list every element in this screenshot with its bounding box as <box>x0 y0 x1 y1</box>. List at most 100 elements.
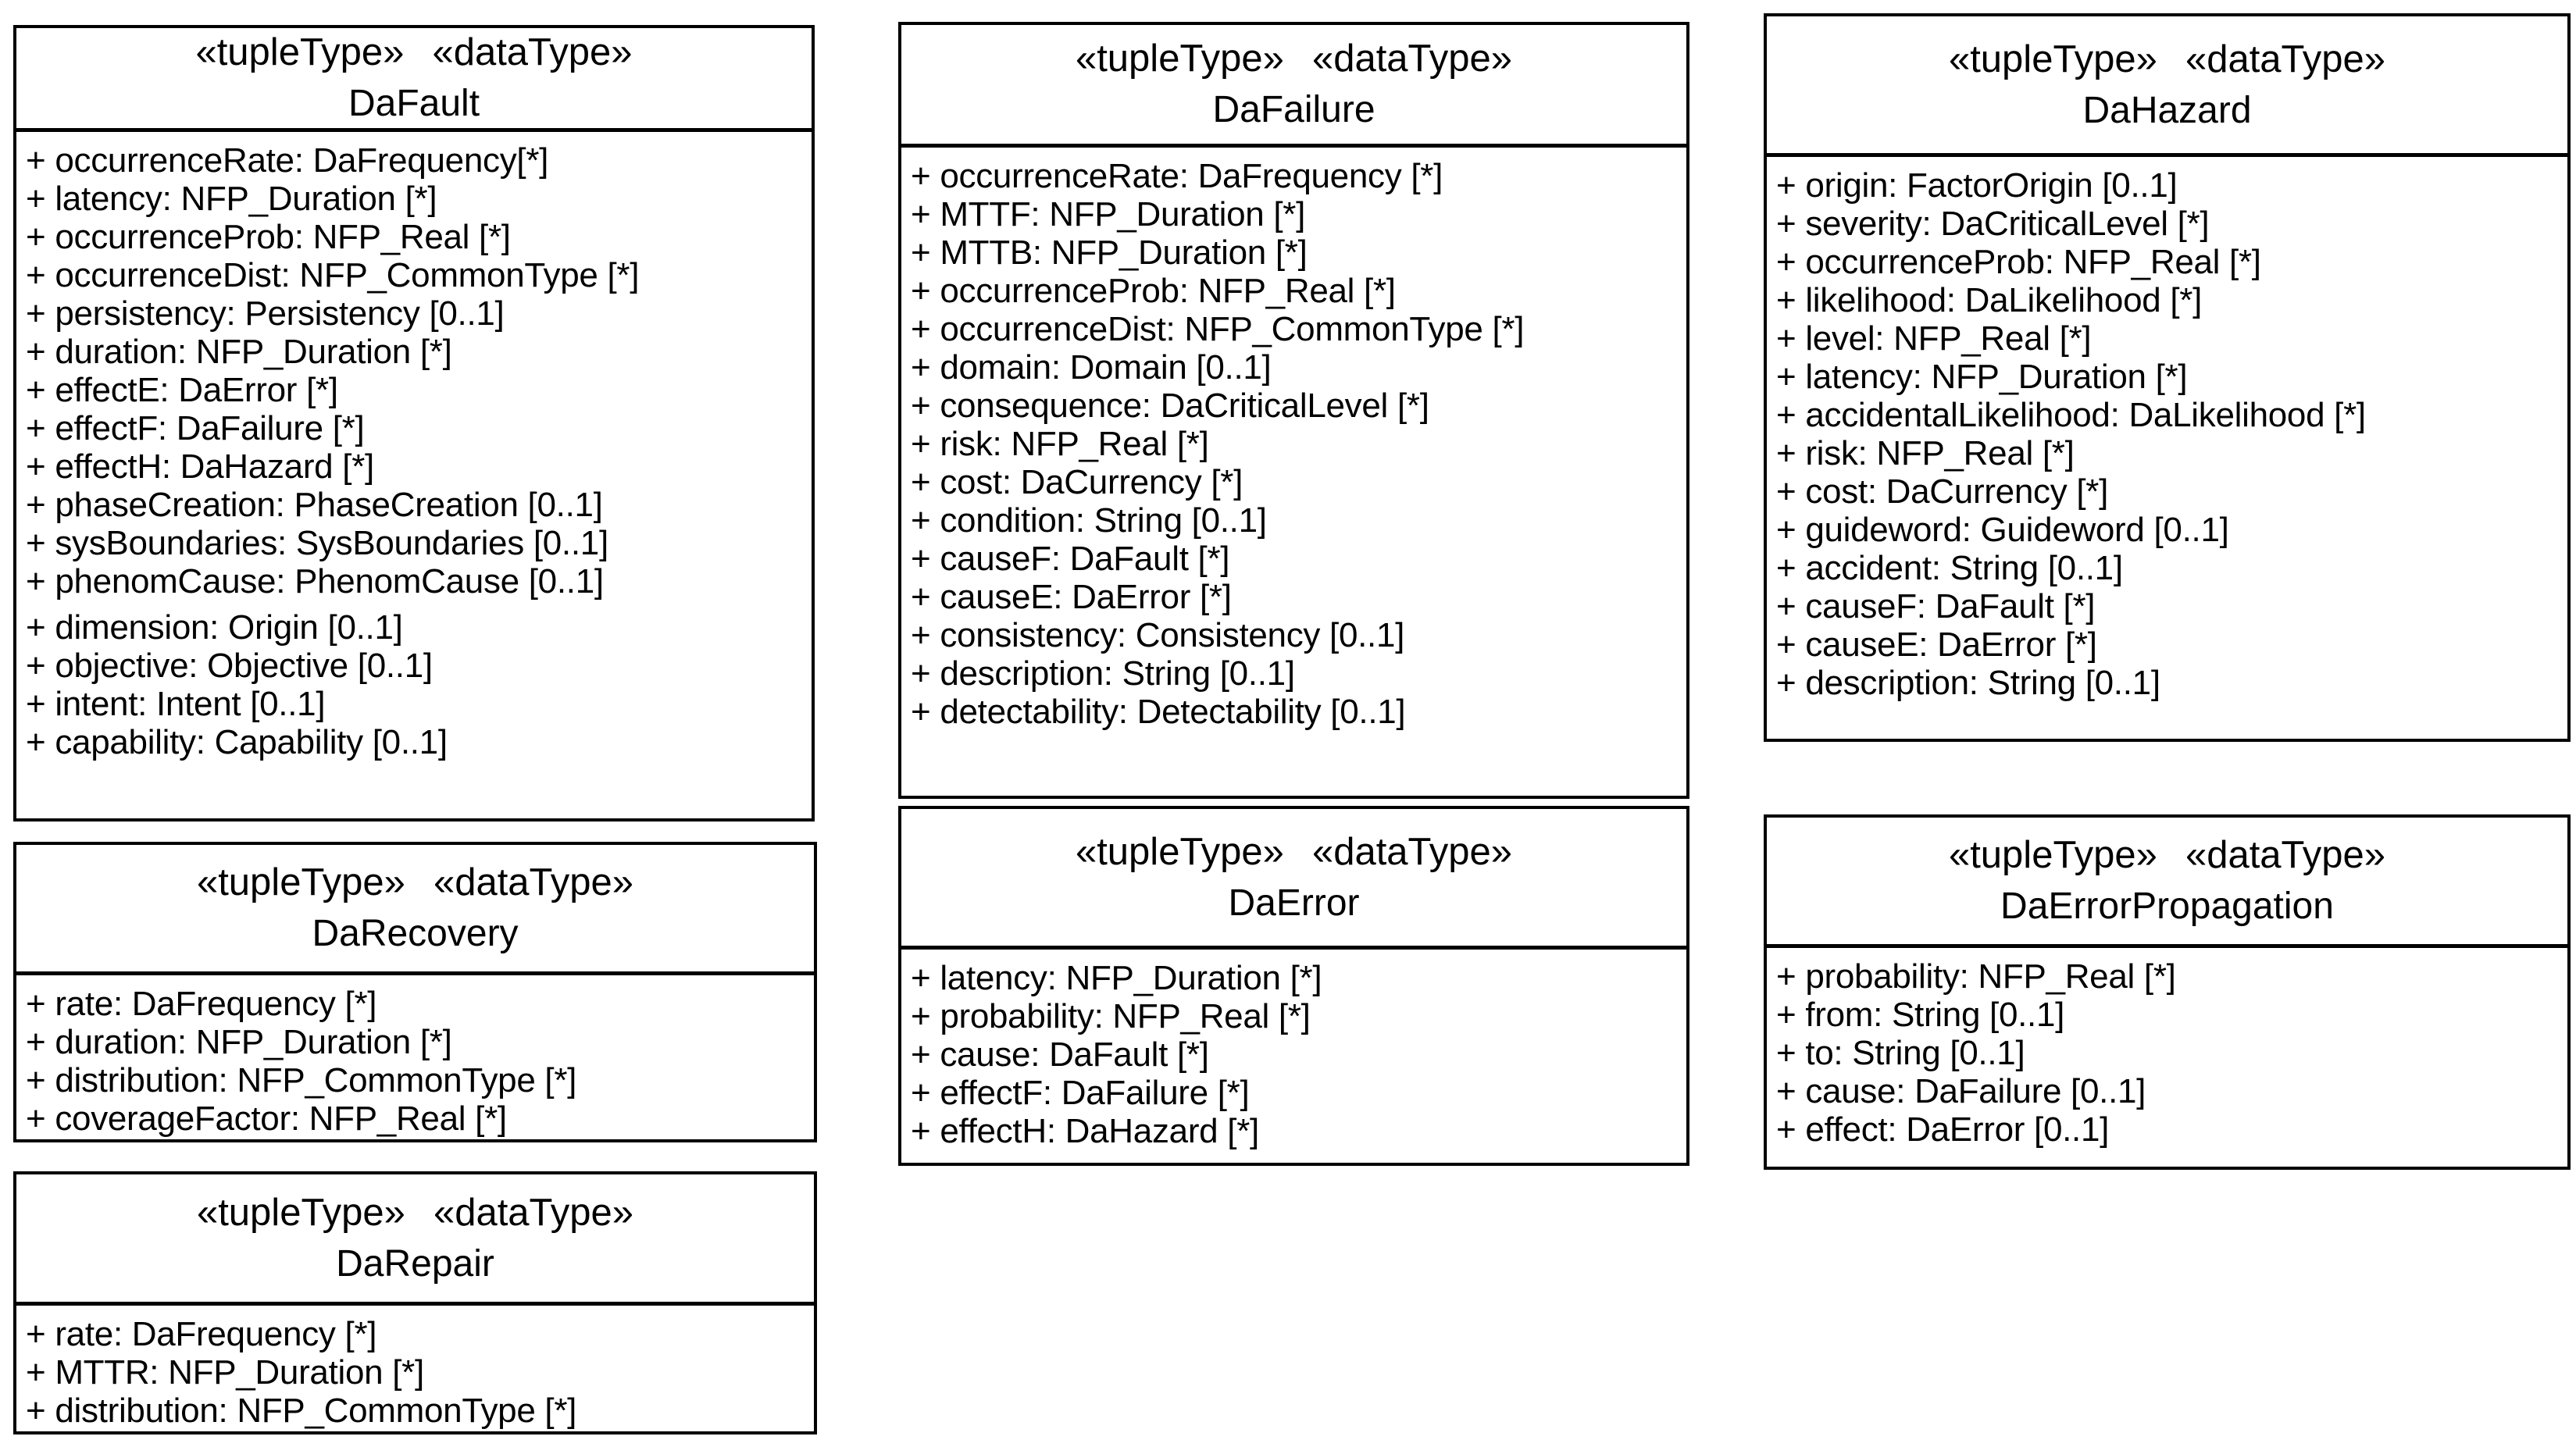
stereotype-tupletype: «tupleType» <box>196 1191 405 1234</box>
attribute-line: + effect: DaError [0..1] <box>1776 1110 2110 1149</box>
class-header-dafault: «tupleType» «dataType» DaFault <box>16 28 812 132</box>
attribute-line: + rate: DaFrequency [*] <box>26 1315 377 1353</box>
attribute-line: + dimension: Origin [0..1] <box>26 608 403 647</box>
class-name-dafailure: DaFailure <box>1212 89 1375 130</box>
class-header-dafailure: «tupleType» «dataType» DaFailure <box>901 25 1686 148</box>
class-name-dafault: DaFault <box>348 83 480 124</box>
attribute-line: + consistency: Consistency [0..1] <box>911 616 1405 654</box>
attribute-list-dahazard: + origin: FactorOrigin [0..1]+ severity:… <box>1767 157 2567 739</box>
stereotype-tupletype: «tupleType» <box>1075 37 1284 80</box>
attribute-line: + level: NFP_Real [*] <box>1776 319 2092 358</box>
class-box-dahazard: «tupleType» «dataType» DaHazard + origin:… <box>1764 13 2571 742</box>
attribute-list-darepair: + rate: DaFrequency [*]+ MTTR: NFP_Durat… <box>16 1306 814 1431</box>
attribute-line: + occurrenceProb: NFP_Real [*] <box>911 272 1396 310</box>
stereotype-tupletype: «tupleType» <box>196 861 405 903</box>
stereotype-line: «tupleType» «dataType» <box>901 37 1686 80</box>
attribute-line: + cost: DaCurrency [*] <box>1776 472 2108 511</box>
class-header-dahazard: «tupleType» «dataType» DaHazard <box>1767 16 2567 157</box>
stereotype-line: «tupleType»«dataType» <box>16 1192 814 1234</box>
class-box-daerror: «tupleType» «dataType» DaError + latency:… <box>898 806 1689 1166</box>
class-name-darepair: DaRepair <box>336 1242 494 1285</box>
attribute-list-darecovery: + rate: DaFrequency [*]+ duration: NFP_D… <box>16 975 814 1139</box>
class-name-dahazard: DaHazard <box>2082 89 2252 131</box>
attribute-line: + causeF: DaFault [*] <box>1776 587 2096 625</box>
attribute-line: + duration: NFP_Duration [*] <box>26 333 452 371</box>
attribute-line: + phaseCreation: PhaseCreation [0..1] <box>26 486 603 524</box>
attribute-line: + effectF: DaFailure [*] <box>911 1074 1250 1112</box>
attribute-line: + cost: DaCurrency [*] <box>911 463 1243 501</box>
attribute-line: + latency: NFP_Duration [*] <box>26 180 437 218</box>
stereotype-line: «tupleType» «dataType» <box>16 861 814 903</box>
attribute-line: + occurrenceRate: DaFrequency[*] <box>26 141 549 180</box>
attribute-line: + domain: Domain [0..1] <box>911 348 1272 387</box>
attribute-list-dafault: + occurrenceRate: DaFrequency[*]+ latenc… <box>16 132 812 818</box>
attribute-line: + effectH: DaHazard [*] <box>911 1112 1259 1150</box>
attribute-line: + distribution: NFP_CommonType [*] <box>26 1392 577 1430</box>
attribute-line: + probability: NFP_Real [*] <box>911 997 1311 1035</box>
stereotype-datatype: «dataType» <box>1311 830 1513 873</box>
attribute-line: + causeF: DaFault [*] <box>911 540 1230 578</box>
class-box-darepair: «tupleType»«dataType» DaRepair + rate: D… <box>13 1171 817 1434</box>
attribute-line: + detectability: Detectability [0..1] <box>911 693 1406 731</box>
attribute-line: + intent: Intent [0..1] <box>26 685 326 723</box>
attribute-list-daerror: + latency: NFP_Duration [*]+ probability… <box>901 950 1686 1163</box>
class-box-daerrorpropagation: «tupleType» «dataType» DaErrorPropagation… <box>1764 814 2571 1170</box>
class-name-daerror: DaError <box>1228 882 1360 924</box>
attribute-line: + MTTR: NFP_Duration [*] <box>26 1353 424 1392</box>
attribute-line: + effectF: DaFailure [*] <box>26 409 365 447</box>
attribute-line: + causeE: DaError [*] <box>1776 625 2097 664</box>
stereotype-datatype: «dataType» <box>433 861 634 903</box>
stereotype-line: «tupleType» «dataType» <box>1767 834 2567 876</box>
stereotype-tupletype: «tupleType» <box>195 31 405 73</box>
attribute-line: + effectH: DaHazard [*] <box>26 447 374 486</box>
attribute-line: + occurrenceProb: NFP_Real [*] <box>26 218 511 256</box>
attribute-line: + cause: DaFault [*] <box>911 1035 1209 1074</box>
stereotype-tupletype: «tupleType» <box>1948 37 2157 80</box>
attribute-line: + occurrenceDist: NFP_CommonType [*] <box>911 310 1525 348</box>
attribute-line: + causeE: DaError [*] <box>911 578 1232 616</box>
attribute-line: + cause: DaFailure [0..1] <box>1776 1072 2146 1110</box>
attribute-line: + duration: NFP_Duration [*] <box>26 1023 452 1061</box>
class-header-darepair: «tupleType»«dataType» DaRepair <box>16 1174 814 1306</box>
attribute-line: + origin: FactorOrigin [0..1] <box>1776 166 2178 205</box>
attribute-line: + persistency: Persistency [0..1] <box>26 294 505 333</box>
attribute-line: + accidentalLikelihood: DaLikelihood [*] <box>1776 396 2366 434</box>
attribute-line: + rate: DaFrequency [*] <box>26 985 377 1023</box>
attribute-line: + condition: String [0..1] <box>911 501 1267 540</box>
attribute-line: + phenomCause: PhenomCause [0..1] <box>26 562 604 600</box>
class-name-daerrorpropagation: DaErrorPropagation <box>2000 886 2334 927</box>
stereotype-line: «tupleType» «dataType» <box>901 831 1686 873</box>
class-box-darecovery: «tupleType» «dataType» DaRecovery + rate:… <box>13 842 817 1142</box>
attribute-line: + sysBoundaries: SysBoundaries [0..1] <box>26 524 608 562</box>
stereotype-tupletype: «tupleType» <box>1948 834 2157 876</box>
class-box-dafailure: «tupleType» «dataType» DaFailure + occurr… <box>898 22 1689 799</box>
attribute-line: + probability: NFP_Real [*] <box>1776 957 2176 996</box>
attribute-line: + risk: NFP_Real [*] <box>911 425 1209 463</box>
attribute-line: + latency: NFP_Duration [*] <box>1776 358 2188 396</box>
attribute-line: + severity: DaCriticalLevel [*] <box>1776 205 2210 243</box>
class-box-dafault: «tupleType» «dataType» DaFault + occurren… <box>13 25 815 821</box>
attribute-line: + description: String [0..1] <box>1776 664 2160 702</box>
attribute-list-daerrorpropagation: + probability: NFP_Real [*]+ from: Strin… <box>1767 948 2567 1167</box>
stereotype-datatype: «dataType» <box>1311 37 1513 80</box>
stereotype-datatype: «dataType» <box>2185 37 2386 80</box>
class-header-daerrorpropagation: «tupleType» «dataType» DaErrorPropagation <box>1767 818 2567 948</box>
class-name-darecovery: DaRecovery <box>312 913 519 954</box>
attribute-line: + to: String [0..1] <box>1776 1034 2025 1072</box>
stereotype-datatype: «dataType» <box>432 31 633 73</box>
attribute-line: + risk: NFP_Real [*] <box>1776 434 2075 472</box>
class-header-darecovery: «tupleType» «dataType» DaRecovery <box>16 845 814 975</box>
attribute-line: + latency: NFP_Duration [*] <box>911 959 1322 997</box>
attribute-line: + description: String [0..1] <box>911 654 1295 693</box>
stereotype-datatype: «dataType» <box>2185 834 2386 876</box>
attribute-line: + distribution: NFP_CommonType [*] <box>26 1061 577 1099</box>
stereotype-line: «tupleType» «dataType» <box>16 31 812 73</box>
attribute-line: + guideword: Guideword [0..1] <box>1776 511 2229 549</box>
attribute-line: + consequence: DaCriticalLevel [*] <box>911 387 1429 425</box>
attribute-line: + coverageFactor: NFP_Real [*] <box>26 1099 507 1138</box>
stereotype-tupletype: «tupleType» <box>1075 830 1284 873</box>
attribute-line: + occurrenceProb: NFP_Real [*] <box>1776 243 2261 281</box>
attribute-line: + effectE: DaError [*] <box>26 371 338 409</box>
attribute-line: + accident: String [0..1] <box>1776 549 2123 587</box>
